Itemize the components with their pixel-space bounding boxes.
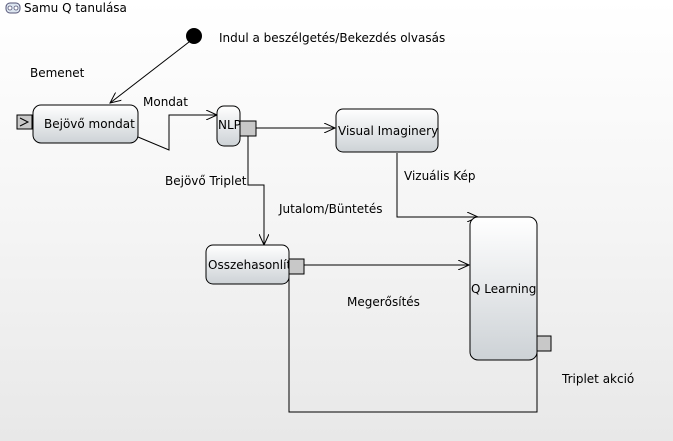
node-q-learning-label: Q Learning (471, 282, 536, 296)
node-visual-imaginery-label: Visual Imaginery (338, 124, 438, 138)
edge-label-reinforcement: Megerősítés (347, 295, 420, 309)
nlp-output-pin[interactable] (239, 120, 257, 137)
input-label: Bemenet (30, 66, 85, 80)
node-incoming-sentence-label: Bejövő mondat (44, 117, 135, 131)
edge-label-reward-punishment: Jutalom/Büntetés (278, 202, 382, 216)
q-learning-output-pin[interactable] (536, 335, 552, 352)
node-incoming-sentence[interactable]: Bejövő mondat (32, 104, 139, 144)
diagram-title: Samu Q tanulása (24, 1, 127, 15)
initial-node[interactable] (186, 28, 202, 44)
node-compare-label: Osszehasonlít (208, 258, 291, 272)
initial-node-label: Indul a beszélgetés/Bekezdés olvasás (219, 31, 445, 45)
edge-visual-image[interactable] (396, 153, 478, 217)
node-q-learning[interactable]: Q Learning (469, 216, 538, 361)
edge-label-incoming-triplet: Bejövő Triplet (165, 174, 247, 188)
node-compare[interactable]: Osszehasonlít (205, 244, 291, 285)
compare-output-pin[interactable] (288, 258, 305, 275)
node-nlp-label: NLP (218, 118, 241, 132)
node-nlp[interactable]: NLP (216, 105, 241, 147)
edge-label-visual-image: Vizuális Kép (404, 169, 476, 183)
input-pin-arrow-icon (19, 117, 30, 127)
edge-label-triplet-action: Triplet akció (561, 372, 634, 386)
diagram-icon (5, 2, 21, 14)
edge-sentence[interactable] (137, 115, 217, 151)
edge-incoming-triplet[interactable] (247, 136, 264, 245)
input-pin[interactable] (16, 114, 33, 130)
edge-triplet-action[interactable] (288, 273, 538, 413)
node-visual-imaginery[interactable]: Visual Imaginery (335, 108, 439, 153)
edge-start-to-sentence[interactable] (110, 41, 190, 103)
edge-label-sentence: Mondat (143, 95, 188, 109)
